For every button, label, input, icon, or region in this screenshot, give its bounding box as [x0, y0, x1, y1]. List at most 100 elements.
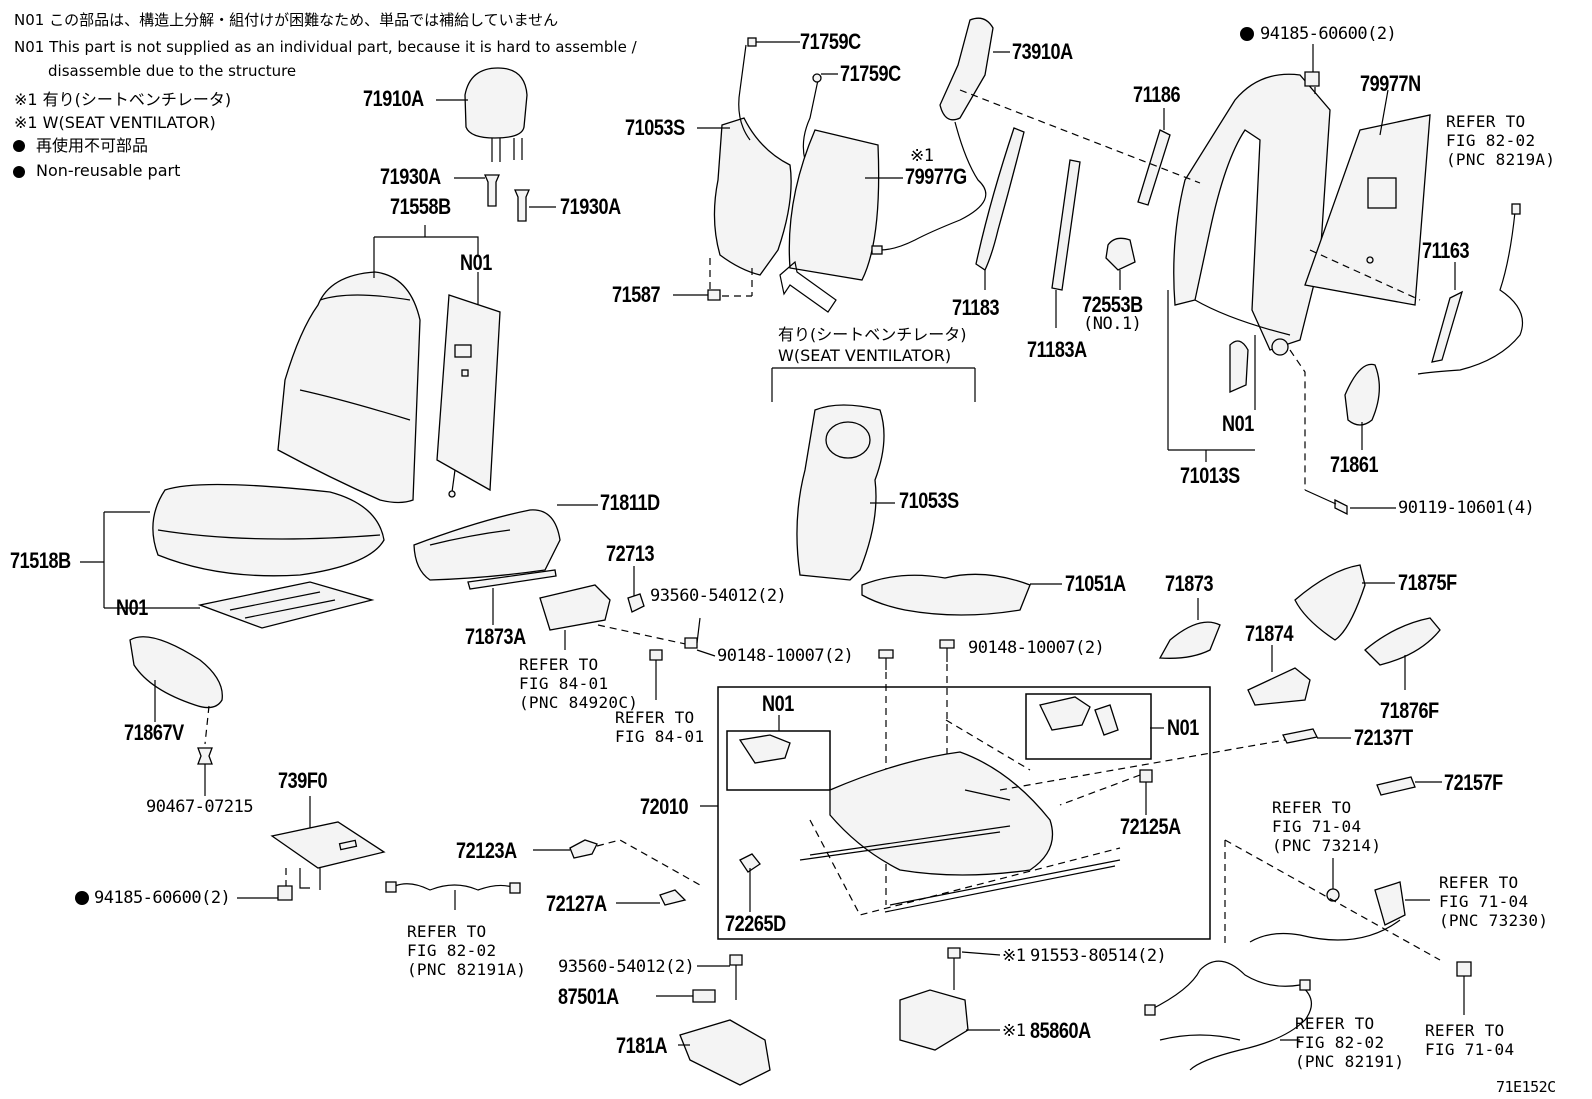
side-cover-drawing: [129, 636, 223, 796]
vent-control-drawing: [899, 947, 1001, 1051]
legend-bullet-icon: [13, 166, 25, 178]
part-label: 73910A: [1012, 39, 1073, 64]
part-label: 71186: [1133, 82, 1181, 107]
part-label: 7181A: [616, 1033, 668, 1058]
part-label: N01: [762, 691, 794, 716]
arrow-icon: [779, 260, 837, 313]
vent-brace-drawing: [771, 367, 976, 402]
small-parts-drawing: [533, 769, 1153, 912]
part-label: 72137T: [1354, 725, 1413, 750]
part-label: 71876F: [1380, 698, 1439, 723]
side-shield-drawing: [413, 504, 598, 581]
part-label: (NO.1): [1083, 314, 1142, 334]
non-reusable-mark-icon: [75, 891, 89, 905]
part-label: 72127A: [546, 891, 607, 916]
part-label: 90148-10007(2): [717, 646, 854, 666]
part-label: 90119-10601(4): [1398, 498, 1535, 518]
part-label: 71759C: [840, 61, 901, 86]
part-label: 71875F: [1398, 570, 1457, 595]
floor-harness-drawing: [1144, 960, 1312, 1071]
part-label: 71053S: [899, 488, 959, 513]
seat-cushion-cover-drawing: [80, 483, 385, 608]
part-label: 91553-80514(2): [1030, 946, 1167, 966]
vent-note-en: W(SEAT VENTILATOR): [778, 346, 952, 365]
part-label: 71183: [952, 295, 1000, 320]
part-label: 90467-07215: [146, 797, 254, 817]
legend-nonreuse-en: Non-reusable part: [36, 161, 181, 180]
vent-fan-drawing: [871, 17, 1010, 255]
clip-drawing: [1105, 237, 1136, 290]
part-label: 72125A: [1120, 814, 1181, 839]
part-label: 71163: [1422, 238, 1470, 263]
non-reusable-mark-icon: [1240, 27, 1254, 41]
part-label: N01: [460, 250, 492, 275]
part-label: 87501A: [558, 984, 619, 1009]
seat-track-drawing: [738, 696, 1286, 916]
part-label: N01: [116, 595, 148, 620]
pad-strip-drawing: [975, 127, 1081, 328]
part-label: 79977N: [1360, 71, 1421, 96]
part-label: 71873: [1165, 571, 1214, 596]
part-mark: ※1: [1002, 946, 1026, 966]
vent-mat-drawing: [788, 129, 903, 281]
round-cover-drawing: [1344, 363, 1380, 450]
part-label: 72553B: [1082, 292, 1143, 317]
part-label: 71811D: [600, 490, 660, 515]
legend-vent-en: ※1 W(SEAT VENTILATOR): [14, 113, 216, 132]
part-label: 71873A: [465, 624, 526, 649]
seatback-cover-drawing: [277, 225, 479, 504]
legend-vent-jp: ※1 有り(シートベンチレータ): [14, 90, 232, 109]
part-label: 71183A: [1027, 337, 1087, 362]
part-label: 71930A: [560, 194, 621, 219]
motor-box-right: [1025, 693, 1152, 760]
part-mark: ※1: [1002, 1021, 1026, 1041]
part-label: 72713: [606, 541, 655, 566]
part-label: 79977G: [905, 164, 967, 189]
headrest-guide-drawing: [454, 174, 556, 222]
part-label: 71910A: [363, 86, 424, 111]
bolt-icon: [1304, 489, 1396, 516]
seatback-frame-lower-drawing: [796, 404, 895, 581]
seatback-frame-drawing: [959, 44, 1331, 490]
recliner-drawing: [1229, 340, 1249, 393]
trim-bar-drawing: [467, 569, 557, 625]
figure-code: 71E152C: [1496, 1078, 1556, 1096]
lower-bracket-drawing: [656, 954, 771, 1086]
part-label: 71867V: [124, 720, 184, 745]
bracket-strip-drawing: [1137, 108, 1171, 206]
part-label: 72010: [640, 794, 689, 819]
part-label: 90148-10007(2): [968, 638, 1105, 658]
sensor-parts-drawing: [1224, 839, 1472, 1015]
part-label: 72123A: [456, 838, 517, 863]
clip-parts-drawing: [1282, 728, 1442, 796]
part-label: 739F0: [278, 768, 328, 793]
part-label: 93560-54012(2): [558, 957, 695, 977]
part-label: 72265D: [725, 911, 786, 936]
cushion-pad-drawing: [104, 581, 375, 629]
part-label: 93560-54012(2): [650, 586, 787, 606]
part-label: 72157F: [1444, 770, 1503, 795]
part-label: 71930A: [380, 164, 441, 189]
part-mark: ※1: [910, 146, 934, 166]
part-label: 71759C: [800, 29, 861, 54]
part-label: 71587: [612, 282, 661, 307]
part-label: 71518B: [10, 548, 71, 573]
seat-harness-drawing: [861, 573, 1062, 616]
part-label: 94185-60600(2): [94, 888, 231, 908]
part-label: N01: [1222, 411, 1254, 436]
legend-n01-en-cont: disassemble due to the structure: [48, 62, 297, 80]
wire-harness-drawing: [385, 881, 521, 910]
part-label: 71053S: [625, 115, 685, 140]
part-label: N01: [1167, 715, 1199, 740]
legend-n01-jp: N01 この部品は、構造上分解・組付けが困難なため、単品では補給していません: [14, 11, 559, 29]
part-label: 94185-60600(2): [1260, 24, 1397, 44]
